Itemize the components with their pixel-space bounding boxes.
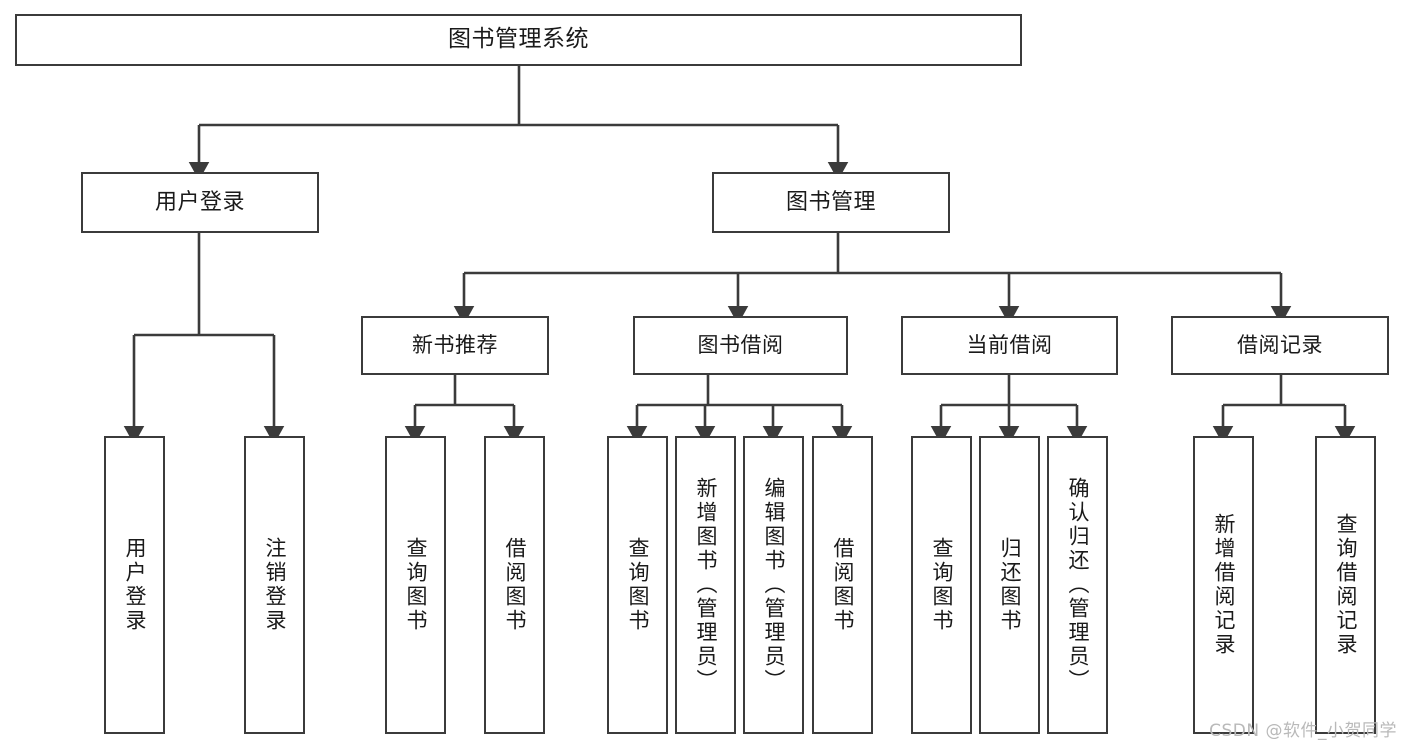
- node-label: 用户登录: [154, 189, 245, 215]
- leaf-query-book-new[interactable]: 查询图书: [385, 436, 446, 734]
- node-label: 当前借阅: [966, 333, 1053, 358]
- node-label: 查询图书: [626, 537, 650, 633]
- leaf-query-book-current[interactable]: 查询图书: [911, 436, 972, 734]
- leaf-edit-book-admin[interactable]: 编辑图书（管理员）: [743, 436, 804, 734]
- node-label: 新增借阅记录: [1212, 513, 1236, 657]
- node-label: 图书借阅: [697, 333, 784, 358]
- node-label: 图书管理系统: [448, 26, 589, 53]
- leaf-query-borrow-record[interactable]: 查询借阅记录: [1315, 436, 1376, 734]
- leaf-add-book-admin[interactable]: 新增图书（管理员）: [675, 436, 736, 734]
- node-label: 查询图书: [404, 537, 428, 633]
- node-current-borrow[interactable]: 当前借阅: [901, 316, 1118, 375]
- node-label: 借阅记录: [1237, 333, 1323, 358]
- node-label: 新书推荐: [412, 333, 498, 358]
- leaf-user-login[interactable]: 用户登录: [104, 436, 165, 734]
- leaf-query-book[interactable]: 查询图书: [607, 436, 668, 734]
- watermark: CSDN @软件_小贺同学: [1209, 721, 1397, 741]
- node-label: 图书管理: [785, 189, 876, 215]
- leaf-confirm-return-admin[interactable]: 确认归还（管理员）: [1047, 436, 1108, 734]
- node-user-login[interactable]: 用户登录: [81, 172, 319, 233]
- node-label: 确认归还（管理员）: [1066, 477, 1090, 693]
- leaf-borrow-book[interactable]: 借阅图书: [812, 436, 873, 734]
- node-book-management[interactable]: 图书管理: [712, 172, 950, 233]
- leaf-borrow-book-new[interactable]: 借阅图书: [484, 436, 545, 734]
- node-label: 注销登录: [263, 537, 287, 633]
- node-new-book-recommend[interactable]: 新书推荐: [361, 316, 549, 375]
- node-label: 新增图书（管理员）: [694, 477, 718, 693]
- node-root-book-management-system[interactable]: 图书管理系统: [15, 14, 1022, 66]
- node-label: 借阅图书: [503, 537, 527, 633]
- leaf-return-book[interactable]: 归还图书: [979, 436, 1040, 734]
- node-label: 编辑图书（管理员）: [762, 477, 786, 693]
- node-label: 查询借阅记录: [1334, 513, 1358, 657]
- leaf-logout[interactable]: 注销登录: [244, 436, 305, 734]
- node-book-borrow[interactable]: 图书借阅: [633, 316, 848, 375]
- node-label: 用户登录: [123, 537, 147, 633]
- node-borrow-record[interactable]: 借阅记录: [1171, 316, 1389, 375]
- leaf-add-borrow-record[interactable]: 新增借阅记录: [1193, 436, 1254, 734]
- node-label: 借阅图书: [831, 537, 855, 633]
- node-label: 归还图书: [998, 537, 1022, 633]
- node-label: 查询图书: [930, 537, 954, 633]
